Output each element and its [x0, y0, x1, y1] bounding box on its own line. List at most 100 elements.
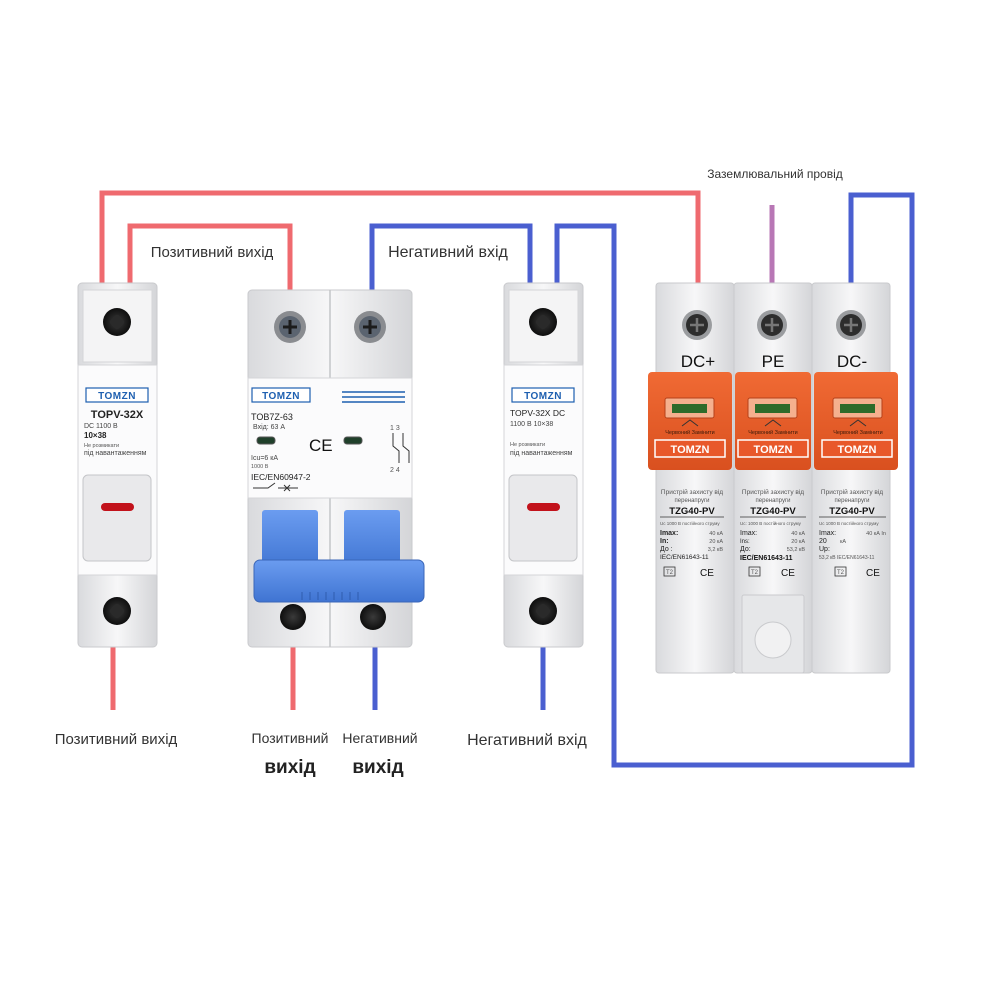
spd-uc: Uc: 1000 В постійного струму [740, 520, 802, 526]
spd-window-text: Червоний Замінити [665, 429, 715, 436]
ground-wire-label: Заземлювальний провід [707, 167, 843, 181]
spd-window-text: Червоний Замінити [833, 429, 883, 436]
breaker-symbol [253, 482, 298, 492]
fuse-left-lever[interactable] [82, 474, 152, 562]
spd-title-line2: перенапруги [835, 498, 870, 504]
spd-status-window [672, 404, 707, 413]
negative-input-top-label: Негативний вхід [388, 244, 508, 261]
screw-icon [360, 604, 386, 630]
surge-protector: DC+ PE DC- Червоний Замінити TOMZN Прист… [648, 282, 898, 674]
negative-input-bottom-label: Негативний вхід [467, 732, 587, 749]
fuse-holder-right: TOMZN TOPV-32X DC 1100 В 10×38 Не розмик… [503, 282, 584, 648]
din-clip [754, 621, 792, 659]
spd-module-1[interactable]: Червоний Замінити TOMZN Пристрій захисту… [648, 372, 732, 579]
spd-terminal-pe: PE [762, 352, 785, 371]
spd-row3-value: 3,2 кВ [708, 547, 724, 553]
breaker-voltage: 1000 В [251, 464, 269, 470]
spd-standard: IEC/EN61643-11 [740, 555, 793, 562]
spd-row2-label: 20 [819, 538, 827, 545]
spd-row3-label: До : [660, 546, 673, 553]
spd-model: TZG40-PV [829, 506, 875, 517]
spd-row2-value: 20 кА [709, 539, 723, 545]
spd-terminal-dc-minus: DC- [837, 352, 867, 371]
spd-title-line1: Пристрій захисту від [821, 488, 883, 496]
spd-uc: Uc 1000 В постійного струму [819, 520, 879, 526]
breaker-model: TOB7Z-63 [251, 412, 293, 422]
spd-row2-value: кА [840, 539, 846, 545]
breaker-negative-line1: Негативний [342, 730, 417, 746]
spd-row1-value: 40 кА [709, 531, 723, 537]
fuse-right-brand: TOMZN [524, 391, 562, 402]
breaker-toggle-left[interactable] [262, 510, 318, 570]
spd-uc: Uc 1000 В постійного струму [660, 520, 720, 526]
fuse-left-size: 10×38 [84, 431, 107, 440]
fuse-left-brand: TOMZN [98, 391, 136, 402]
spd-brand: TOMZN [754, 444, 793, 456]
spd-title-line1: Пристрій захисту від [661, 488, 723, 496]
spd-module-3[interactable]: Червоний Замінити TOMZN Пристрій захисту… [814, 372, 898, 579]
spd-row3-label: До: [740, 546, 751, 553]
breaker-toggle-right[interactable] [344, 510, 400, 570]
breaker-schematic [392, 433, 410, 463]
spd-title-line1: Пристрій захисту від [742, 488, 804, 496]
spd-row2-value: 20 кА [791, 539, 805, 545]
spd-brand: TOMZN [671, 444, 710, 456]
spd-model: TZG40-PV [750, 506, 796, 517]
spd-t2: T2 [751, 570, 759, 576]
spd-ce: CE [866, 568, 880, 579]
spd-ce: CE [781, 568, 795, 579]
spd-title-line2: перенапруги [756, 498, 791, 504]
spd-row1-label: Imax: [740, 530, 757, 537]
breaker-icu: Icu=6 кА [251, 455, 278, 462]
fuse-right-model: TOPV-32X DC [510, 408, 565, 418]
breaker-ce: CE [309, 436, 333, 455]
spd-t2: T2 [837, 570, 845, 576]
positive-wire-inner [127, 223, 293, 290]
positive-wire-outer [99, 190, 701, 285]
fuse-left-note: під навантаженням [84, 449, 147, 457]
dc-breaker: TOMZN TOB7Z-63 Вхід: 63 A CE Icu=6 кА 10… [247, 289, 425, 648]
breaker-input: Вхід: 63 A [253, 423, 285, 431]
breaker-diagram-bottom: 2 4 [390, 467, 400, 474]
fuse-left-rating: DC 1100 В [84, 423, 118, 430]
spd-status-window [755, 404, 790, 413]
breaker-standard: IEC/EN60947-2 [251, 472, 311, 482]
positive-output-bottom-label: Позитивний вихід [55, 731, 178, 748]
spd-row1-label: Imax: [660, 530, 678, 537]
breaker-diagram-top: 1 3 [390, 425, 400, 432]
fuse-right-lever[interactable] [508, 474, 578, 562]
spd-row1-value: 40 кА In [866, 531, 886, 537]
breaker-indicator-left [256, 436, 276, 445]
spd-model: TZG40-PV [669, 506, 715, 517]
fuse-right-note: під навантаженням [510, 449, 573, 457]
fuse-left-model: TOPV-32X [91, 409, 144, 421]
breaker-negative-line2: вихід [352, 757, 403, 778]
screw-icon [280, 604, 306, 630]
spd-row2-label: Ins: [740, 539, 750, 545]
fuse-left-note-small: Не розмикати [84, 443, 119, 449]
spd-row3-label: Up: [819, 546, 830, 553]
spd-row2-label: In: [660, 538, 669, 545]
breaker-stripes [342, 391, 405, 403]
spd-row1-value: 40 кА [791, 531, 805, 537]
breaker-handle-bar[interactable] [253, 559, 425, 603]
spd-module-2[interactable]: Червоний Замінити TOMZN Пристрій захисту… [735, 372, 811, 579]
positive-output-top-label: Позитивний вихід [151, 244, 274, 261]
spd-title-line2: перенапруги [675, 498, 710, 504]
breaker-positive-line1: Позитивний [252, 730, 329, 746]
spd-status-window [840, 404, 875, 413]
spd-ce: CE [700, 568, 714, 579]
fuse-right-rating: 1100 В 10×38 [510, 421, 553, 428]
fuse-left-indicator [101, 503, 134, 511]
spd-row3-value: 53,2 кВ IEC/EN61643-11 [819, 555, 875, 561]
negative-wire-top [369, 223, 533, 290]
spd-row1-label: Imax: [819, 530, 836, 537]
wire-labels: Заземлювальний провід Позитивний вихід Н… [55, 167, 843, 778]
spd-t2: T2 [666, 570, 674, 576]
negative-wire-loop [554, 192, 915, 768]
spd-terminal-dc-plus: DC+ [681, 352, 716, 371]
breaker-positive-line2: вихід [264, 757, 315, 778]
breaker-brand: TOMZN [262, 391, 300, 402]
breaker-indicator-right [343, 436, 363, 445]
